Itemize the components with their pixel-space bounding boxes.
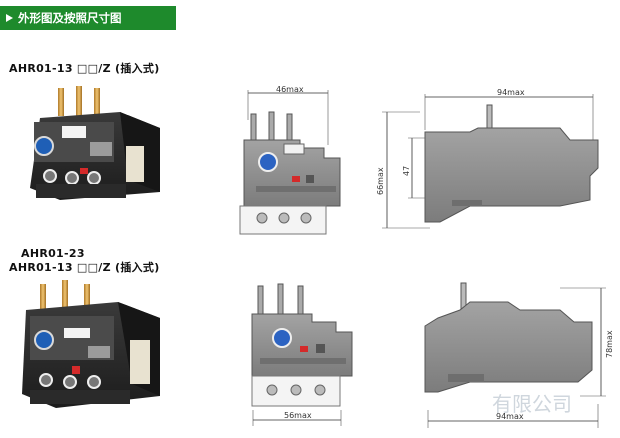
front-width-label-2: 56max: [284, 411, 312, 420]
height-outer-label-1: 66max: [376, 167, 385, 195]
front-width-label-1: 46max: [276, 85, 304, 94]
model-label-1: AHR01-13 □□/Z (插入式): [9, 62, 160, 76]
side-view-1: [382, 94, 599, 229]
height-outer-label-2: 78max: [605, 330, 614, 358]
front-view-2: [251, 283, 353, 426]
side-length-label-2: 94max: [496, 412, 524, 421]
watermark-text: 有限公司: [492, 392, 572, 416]
side-view-2: [424, 282, 606, 428]
section-header: 外形图及按照尺寸图: [0, 6, 176, 30]
relay-photo-2: [22, 280, 160, 408]
front-view-1: [239, 90, 341, 235]
section-header-title: 外形图及按照尺寸图: [18, 11, 122, 25]
height-inner-label-1: 47: [402, 166, 411, 176]
relay-photo-1: [30, 86, 160, 200]
model-label-1-text: AHR01-13 □□/Z (插入式): [9, 62, 160, 75]
model-label-2-line2: AHR01-13 □□/Z (插入式): [9, 261, 160, 274]
model-label-2-line1: AHR01-23: [21, 247, 85, 260]
model-label-2: AHR01-23 AHR01-13 □□/Z (插入式): [9, 247, 160, 275]
side-length-label-1: 94max: [497, 88, 525, 97]
arrow-icon: [6, 14, 13, 22]
